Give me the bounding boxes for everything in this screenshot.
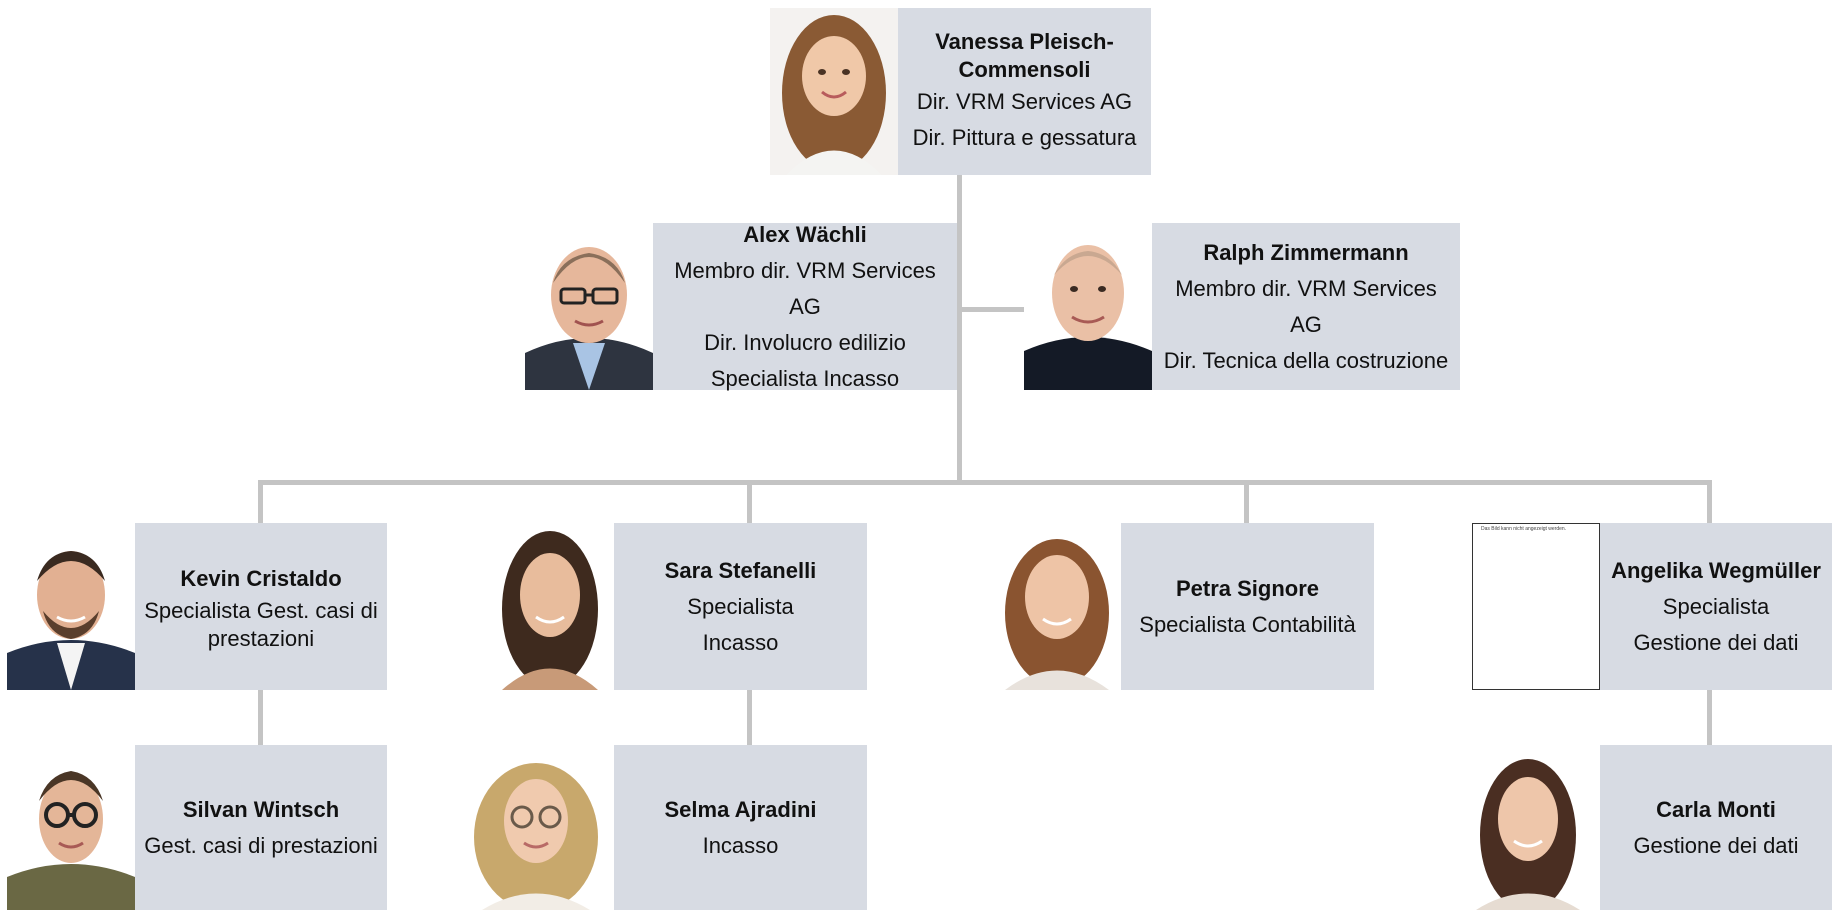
- carla-card: Carla Monti Gestione dei dati: [1600, 745, 1832, 910]
- angelika-placeholder-text: Das Bild kann nicht angezeigt werden.: [1481, 526, 1567, 532]
- ralph-role-1: Membro dir. VRM Services AG: [1175, 275, 1437, 337]
- petra-photo: [993, 523, 1121, 690]
- petra-role-1: Specialista Contabilità: [1139, 611, 1356, 637]
- selma-name: Selma Ajradini: [664, 796, 817, 822]
- silvan-card: Silvan Wintsch Gest. casi di prestazioni: [135, 745, 387, 910]
- silvan-photo: [7, 745, 135, 910]
- vanessa-name-line2: Commensoli: [958, 56, 1091, 82]
- connector-kevin-silvan: [258, 690, 263, 745]
- ralph-card: Ralph Zimmermann Membro dir. VRM Service…: [1152, 223, 1460, 390]
- sara-card: Sara Stefanelli Specialista Incasso: [614, 523, 867, 690]
- petra-name: Petra Signore: [1175, 575, 1320, 601]
- angelika-photo-placeholder: Das Bild kann nicht angezeigt werden.: [1472, 523, 1600, 690]
- connector-sara-selma: [747, 690, 752, 745]
- vanessa-role-1: Dir. VRM Services AG: [916, 88, 1133, 114]
- silvan-name: Silvan Wintsch: [182, 796, 340, 822]
- carla-name: Carla Monti: [1656, 796, 1776, 822]
- silvan-role-1: Gest. casi di prestazioni: [144, 832, 378, 858]
- vanessa-name-line1: Vanessa Pleisch-: [935, 28, 1114, 54]
- ralph-name: Ralph Zimmermann: [1203, 239, 1409, 265]
- ralph-role-2: Dir. Tecnica della costruzione: [1163, 347, 1449, 373]
- angelika-role-1: Specialista: [1662, 593, 1770, 619]
- alex-photo: [525, 223, 653, 390]
- connector-drop-petra: [1244, 480, 1249, 523]
- connector-drop-kevin: [258, 480, 263, 523]
- alex-card: Alex Wächli Membro dir. VRM Services AG …: [653, 222, 957, 391]
- carla-role-1: Gestione dei dati: [1633, 832, 1799, 858]
- angelika-role-2: Gestione dei dati: [1633, 629, 1799, 655]
- kevin-photo: [7, 523, 135, 690]
- vanessa-role-2: Dir. Pittura e gessatura: [912, 124, 1137, 150]
- ralph-photo: [1024, 223, 1152, 390]
- connector-angelika-carla: [1707, 690, 1712, 745]
- connector-drop-sara: [747, 480, 752, 523]
- sara-role-2: Incasso: [702, 629, 779, 655]
- alex-role-1: Membro dir. VRM Services AG: [674, 257, 936, 319]
- kevin-role-1: Specialista Gest. casi di: [144, 597, 378, 623]
- alex-name: Alex Wächli: [743, 221, 867, 247]
- angelika-card: Angelika Wegmüller Specialista Gestione …: [1600, 523, 1832, 690]
- kevin-name: Kevin Cristaldo: [180, 565, 342, 591]
- selma-card: Selma Ajradini Incasso: [614, 745, 867, 910]
- selma-photo: [458, 745, 614, 910]
- angelika-name: Angelika Wegmüller: [1611, 557, 1821, 583]
- vanessa-card: Vanessa Pleisch- Commensoli Dir. VRM Ser…: [898, 8, 1151, 175]
- sara-name: Sara Stefanelli: [664, 557, 817, 583]
- carla-photo: [1456, 745, 1600, 910]
- connector-trunk: [957, 175, 962, 480]
- sara-role-1: Specialista: [687, 593, 794, 619]
- connector-drop-angelika: [1707, 480, 1712, 523]
- vanessa-photo: [770, 8, 898, 175]
- sara-photo: [486, 523, 614, 690]
- selma-role-1: Incasso: [702, 832, 779, 858]
- petra-card: Petra Signore Specialista Contabilità: [1121, 523, 1374, 690]
- alex-role-3: Specialista Incasso: [710, 365, 900, 391]
- connector-horizontal-bus: [258, 480, 1712, 485]
- kevin-card: Kevin Cristaldo Specialista Gest. casi d…: [135, 523, 387, 690]
- connector-to-ralph: [957, 307, 1024, 312]
- alex-role-2: Dir. Involucro edilizio: [704, 329, 906, 355]
- kevin-role-2: prestazioni: [207, 625, 315, 651]
